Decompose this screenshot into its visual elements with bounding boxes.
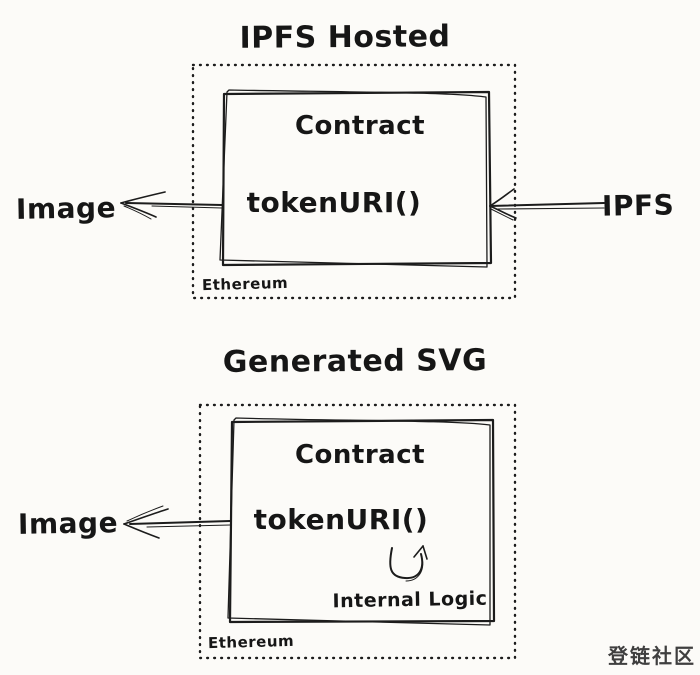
internal-logic-label: Internal Logic (332, 587, 488, 613)
ethereum-boundary-top (191, 63, 517, 300)
arrow-ipfs-to-contract (489, 188, 605, 221)
contract-label-top: Contract (294, 111, 426, 141)
ethereum-label-top: Ethereum (201, 273, 289, 295)
internal-logic-loop-arrow (389, 545, 428, 582)
arrow-contract-to-image-bottom (123, 505, 231, 539)
arrow-contract-to-image-top (120, 191, 223, 220)
tokenuri-label-top: tokenURI() (246, 186, 422, 219)
contract-box-bottom (227, 417, 496, 626)
ipfs-node: IPFS (601, 188, 675, 223)
diagram-title-generated-svg: Generated SVG (222, 343, 488, 380)
tokenuri-label-bottom: tokenURI() (253, 503, 429, 536)
ethereum-label-bottom: Ethereum (207, 631, 295, 653)
ethereum-boundary-bottom (198, 403, 517, 660)
contract-label-bottom: Contract (294, 440, 426, 470)
diagram-title-ipfs-hosted: IPFS Hosted (239, 19, 451, 56)
image-node-bottom: Image (17, 506, 119, 541)
community-watermark: 登链社区 (608, 644, 696, 668)
image-node-top: Image (15, 191, 117, 226)
contract-box-top (219, 89, 493, 268)
